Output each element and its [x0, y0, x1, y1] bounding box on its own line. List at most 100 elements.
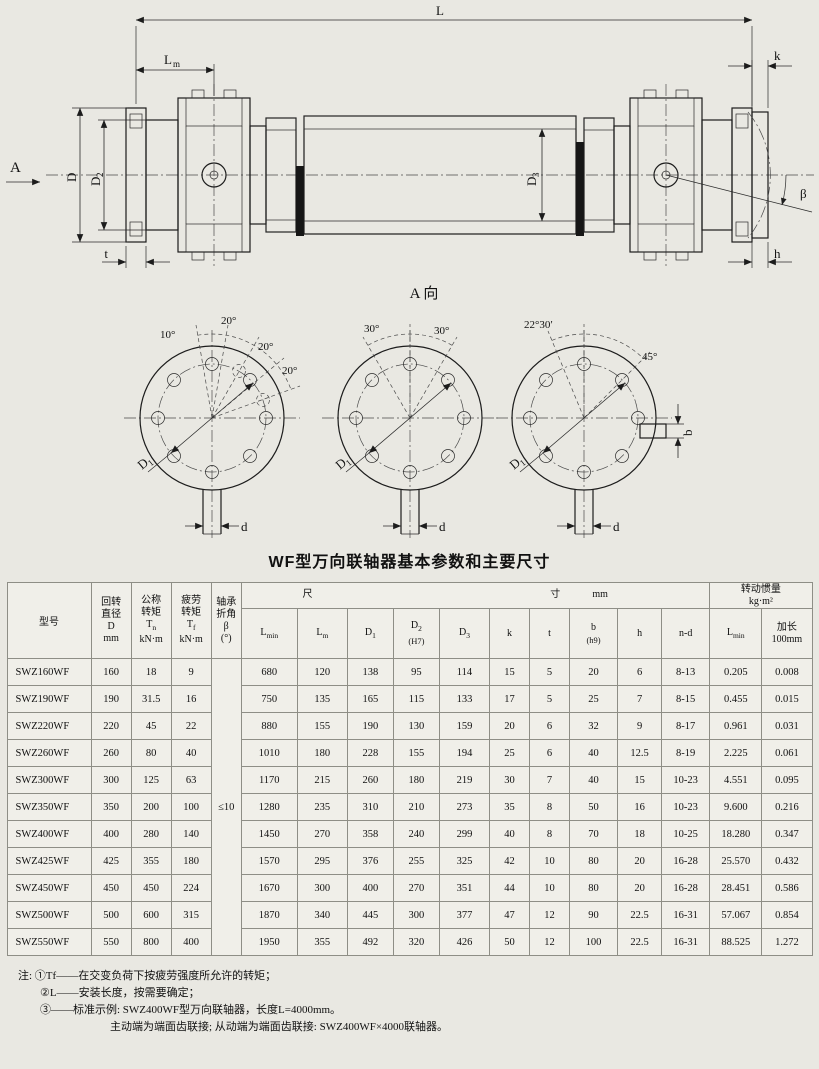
- value-cell: 18: [130, 658, 172, 686]
- value-cell: 228: [346, 739, 394, 767]
- value-cell: 8-13: [661, 658, 711, 686]
- value-cell: 35: [488, 793, 531, 821]
- value-cell: 600: [130, 901, 172, 929]
- value-cell: 95: [392, 658, 440, 686]
- value-cell: 295: [296, 847, 348, 875]
- value-cell: 12.5: [617, 739, 663, 767]
- value-cell: 7: [528, 766, 571, 794]
- value-cell: 355: [130, 847, 172, 875]
- value-cell: 325: [438, 847, 490, 875]
- value-cell: 260: [346, 766, 394, 794]
- col-header-j-extended: 加长 100mm: [761, 608, 813, 659]
- svg-text:2: 2: [95, 173, 105, 178]
- value-cell: 190: [346, 712, 394, 740]
- value-cell: 8-15: [661, 685, 711, 713]
- col-header-t: t: [528, 608, 571, 659]
- value-cell: 115: [392, 685, 440, 713]
- value-cell: 445: [346, 901, 394, 929]
- value-cell: 315: [170, 901, 212, 929]
- value-cell: 224: [170, 874, 212, 902]
- svg-text:b: b: [680, 430, 695, 437]
- value-cell: 300: [392, 901, 440, 929]
- right-slip-section: [576, 117, 631, 236]
- dim-label-d-small: d: [439, 519, 446, 534]
- d1-label: D 1: [332, 455, 354, 473]
- dim-label-lm-sub: m: [173, 59, 180, 69]
- flange-view-3: 22°30′ 45° D 1 b d: [496, 319, 695, 538]
- value-cell: 340: [296, 901, 348, 929]
- value-cell: 0.586: [761, 874, 813, 902]
- value-cell: 12: [528, 928, 571, 956]
- beta-value-cell: ≤10: [210, 658, 242, 956]
- value-cell: 40: [569, 739, 619, 767]
- flange-view-1: 10° 20° 20° 20° D 1 d: [124, 315, 301, 538]
- flange-view-2: 30° 30° D 1 d: [322, 323, 498, 538]
- value-cell: 10-23: [661, 793, 711, 821]
- col-header-h: h: [617, 608, 663, 659]
- view-arrow-label: A: [10, 160, 21, 176]
- dim-label-beta: β: [800, 186, 807, 201]
- value-cell: 25.570: [709, 847, 763, 875]
- value-cell: 219: [438, 766, 490, 794]
- left-slip-section: [249, 117, 304, 236]
- value-cell: 8-17: [661, 712, 711, 740]
- value-cell: 273: [438, 793, 490, 821]
- col-header-model: 型号: [6, 582, 92, 659]
- model-cell: SWZ300WF: [6, 766, 92, 794]
- value-cell: 220: [90, 712, 132, 740]
- notes: 注: ①Tf——在交变负荷下按疲劳强度所允许的转矩；②L——安装长度，按需要确定…: [18, 968, 819, 1036]
- value-cell: 80: [569, 847, 619, 875]
- value-cell: 8-19: [661, 739, 711, 767]
- model-cell: SWZ500WF: [6, 901, 92, 929]
- value-cell: 0.432: [761, 847, 813, 875]
- table-header: 型号 回转 直径 D mm 公称 转矩 Tn kN·m 疲劳 转矩 Tf: [6, 582, 813, 659]
- model-cell: SWZ260WF: [6, 739, 92, 767]
- svg-text:1: 1: [344, 457, 354, 468]
- value-cell: 240: [392, 820, 440, 848]
- value-cell: 20: [617, 847, 663, 875]
- note-line: 主动端为端面齿联接; 从动端为端面齿联接: SWZ400WF×4000联轴器。: [110, 1021, 449, 1033]
- model-cell: SWZ550WF: [6, 928, 92, 956]
- value-cell: 88.525: [709, 928, 763, 956]
- value-cell: 0.205: [709, 658, 763, 686]
- value-cell: 180: [296, 739, 348, 767]
- svg-text:3: 3: [531, 172, 541, 177]
- value-cell: 135: [296, 685, 348, 713]
- col-header-d1: D1: [346, 608, 394, 659]
- value-cell: 100: [569, 928, 619, 956]
- right-yoke-flange: [629, 89, 771, 261]
- value-cell: 20: [488, 712, 531, 740]
- value-cell: 2.225: [709, 739, 763, 767]
- value-cell: 57.067: [709, 901, 763, 929]
- d1-label: D 1: [506, 455, 527, 473]
- value-cell: 0.854: [761, 901, 813, 929]
- value-cell: 0.095: [761, 766, 813, 794]
- value-cell: 377: [438, 901, 490, 929]
- value-cell: 100: [170, 793, 212, 821]
- value-cell: 6: [617, 658, 663, 686]
- value-cell: 235: [296, 793, 348, 821]
- angle-label: 20°: [258, 341, 273, 353]
- inertia-group-header: 转动惯量 kg·m²: [709, 582, 813, 609]
- value-cell: 400: [170, 928, 212, 956]
- left-seal: [296, 166, 304, 236]
- col-header-b: b (h9): [569, 608, 619, 659]
- value-cell: 500: [90, 901, 132, 929]
- value-cell: 90: [569, 901, 619, 929]
- value-cell: 270: [296, 820, 348, 848]
- svg-text:D: D: [64, 173, 79, 182]
- value-cell: 355: [296, 928, 348, 956]
- right-seal: [576, 142, 584, 236]
- value-cell: 320: [392, 928, 440, 956]
- value-cell: 16-31: [661, 901, 711, 929]
- assembly-drawing: L L m k A D D 2 D 3 t h β A 向: [6, 3, 814, 302]
- angle-label: 20°: [282, 365, 297, 377]
- value-cell: 6: [528, 739, 571, 767]
- value-cell: 16-31: [661, 928, 711, 956]
